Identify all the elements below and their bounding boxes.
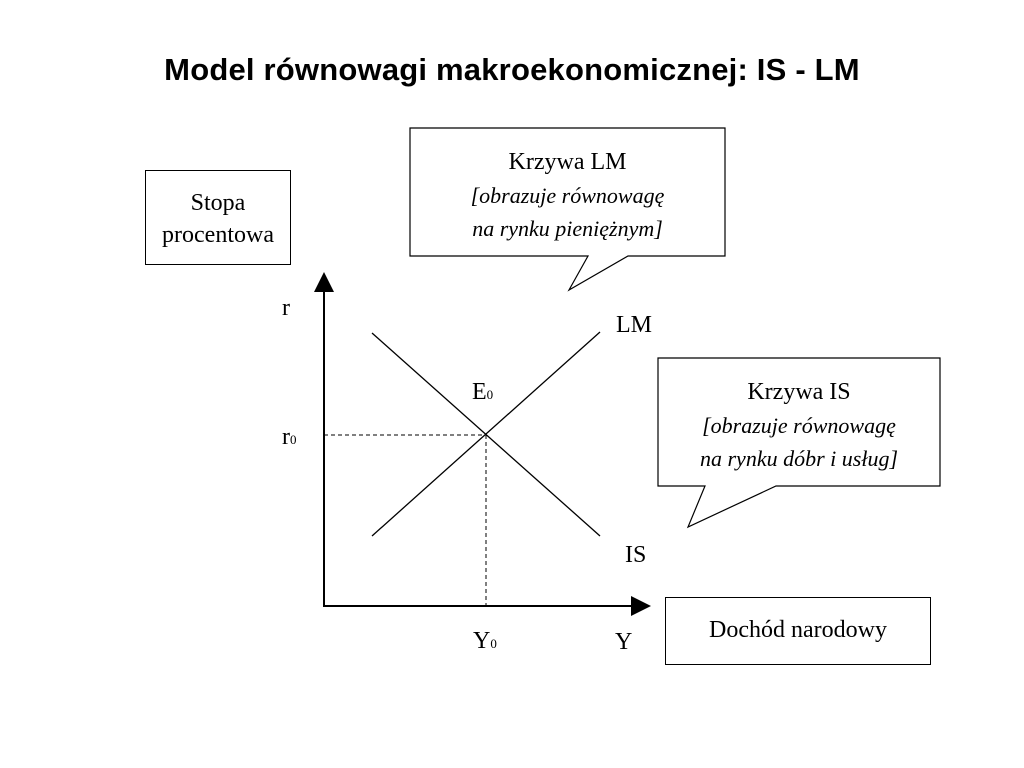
r-axis-label: r <box>282 295 290 321</box>
lm-callout-title: Krzywa LM <box>508 149 627 175</box>
e0-label: E0 <box>472 380 493 407</box>
is-callout: Krzywa IS [obrazuje równowagę na rynku d… <box>658 376 940 475</box>
lm-curve-label: LM <box>616 312 652 338</box>
r0-label: r0 <box>282 425 297 452</box>
e0-label-sub: 0 <box>486 387 494 402</box>
lm-callout-desc2: na rynku pieniężnym] <box>472 216 663 241</box>
y-axis-label: Y <box>615 629 633 655</box>
lm-callout: Krzywa LM [obrazuje równowagę na rynku p… <box>410 146 725 245</box>
page-title: Model równowagi makroekonomicznej: IS - … <box>164 52 860 87</box>
is-callout-desc1: [obrazuje równowagę <box>702 413 896 438</box>
is-callout-desc2: na rynku dóbr i usług] <box>700 446 898 471</box>
interest-rate-line1: Stopa <box>190 190 246 216</box>
e0-label-main: E <box>472 379 487 405</box>
y0-label: Y0 <box>473 629 497 656</box>
is-curve-label: IS <box>625 542 647 568</box>
national-income-box: Dochód narodowy <box>665 597 931 665</box>
national-income-label: Dochód narodowy <box>709 617 887 643</box>
interest-rate-box: Stopa procentowa <box>145 170 291 265</box>
y0-label-main: Y <box>473 628 491 654</box>
is-callout-bubble <box>657 357 941 529</box>
r0-label-sub: 0 <box>290 432 297 447</box>
y0-label-sub: 0 <box>490 636 497 651</box>
r0-label-main: r <box>282 424 290 450</box>
is-callout-title: Krzywa IS <box>747 379 851 405</box>
interest-rate-line2: procentowa <box>162 222 274 248</box>
lm-callout-bubble <box>409 127 726 292</box>
lm-callout-desc1: [obrazuje równowagę <box>470 183 665 208</box>
